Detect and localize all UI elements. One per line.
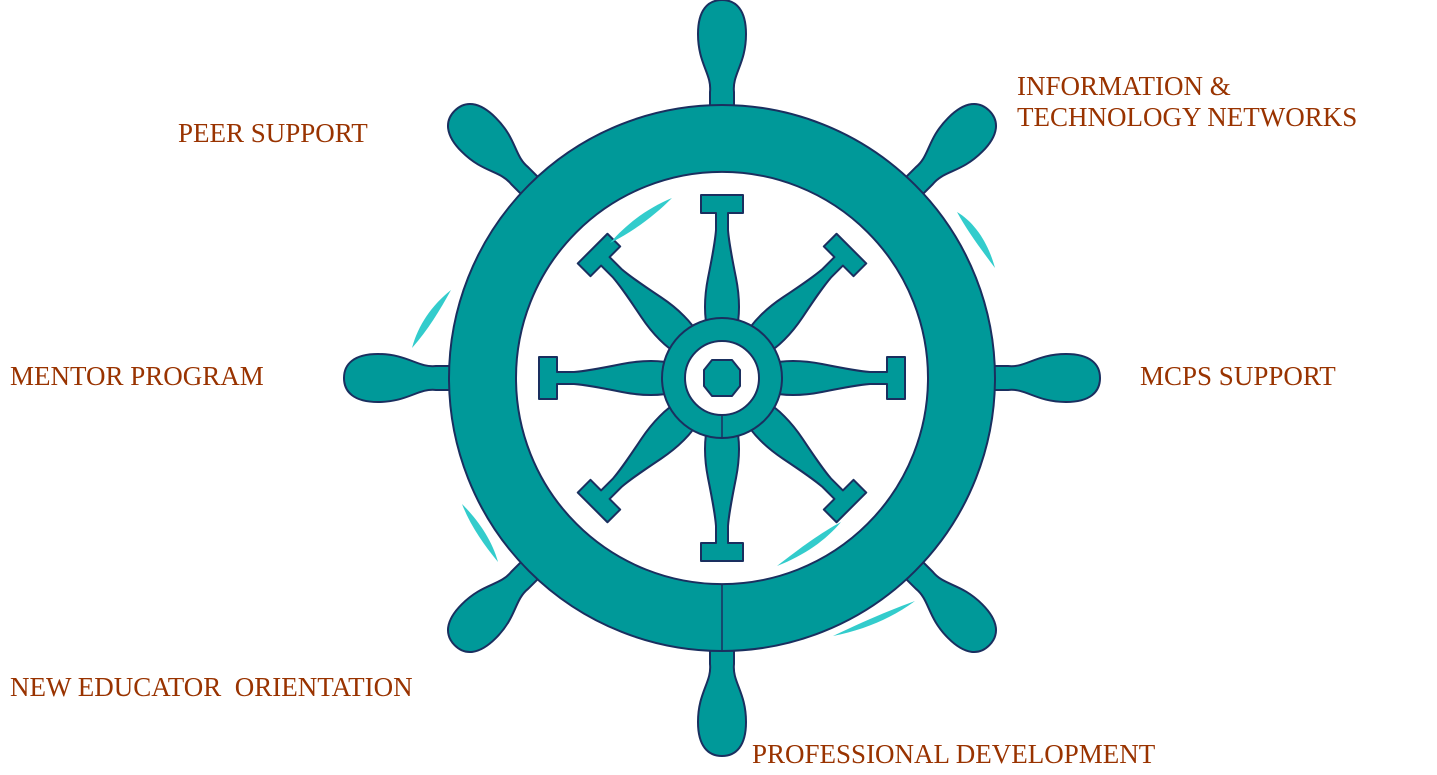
- ship-wheel-icon: [343, 0, 1101, 757]
- label-new-educator: NEW EDUCATOR ORIENTATION: [10, 672, 413, 703]
- wheel-spoke-left: [538, 356, 681, 400]
- label-peer-support-text: PEER SUPPORT: [178, 118, 368, 148]
- label-mentor-program-text: MENTOR PROGRAM: [10, 361, 264, 391]
- wheel-hub: [661, 317, 783, 439]
- wheel-spoke-bottom: [700, 419, 744, 562]
- glint-lower-left: [462, 504, 498, 562]
- wheel-rim: [448, 104, 996, 652]
- wheel-spoke-top: [700, 194, 744, 337]
- label-info-tech-line2: TECHNOLOGY NETWORKS: [1017, 102, 1358, 132]
- label-professional-development: PROFESSIONAL DEVELOPMENT: [752, 739, 1155, 770]
- glint-bottom-right: [833, 601, 915, 636]
- glint-top-left: [610, 198, 672, 243]
- wheel-handle-bottom: [697, 633, 747, 757]
- label-professional-development-text: PROFESSIONAL DEVELOPMENT: [752, 739, 1156, 769]
- glint-left: [412, 290, 451, 348]
- label-info-tech-line1: INFORMATION &: [1017, 71, 1231, 101]
- label-mcps-support: MCPS SUPPORT: [1140, 361, 1336, 392]
- hub-center: [703, 359, 741, 397]
- wheel-handle-top: [697, 0, 747, 123]
- wheel-spoke-right: [763, 356, 906, 400]
- wheel-handle-right: [977, 353, 1101, 403]
- label-new-educator-text: NEW EDUCATOR ORIENTATION: [10, 672, 413, 702]
- label-mcps-support-text: MCPS SUPPORT: [1140, 361, 1336, 391]
- glint-inner-lower-right: [777, 522, 841, 566]
- label-info-tech: INFORMATION & TECHNOLOGY NETWORKS: [1017, 71, 1357, 133]
- label-mentor-program: MENTOR PROGRAM: [10, 361, 264, 392]
- glint-top-right: [957, 212, 995, 268]
- wheel-handle-left: [343, 353, 467, 403]
- label-peer-support: PEER SUPPORT: [178, 118, 368, 149]
- wheel-highlights: [412, 198, 995, 636]
